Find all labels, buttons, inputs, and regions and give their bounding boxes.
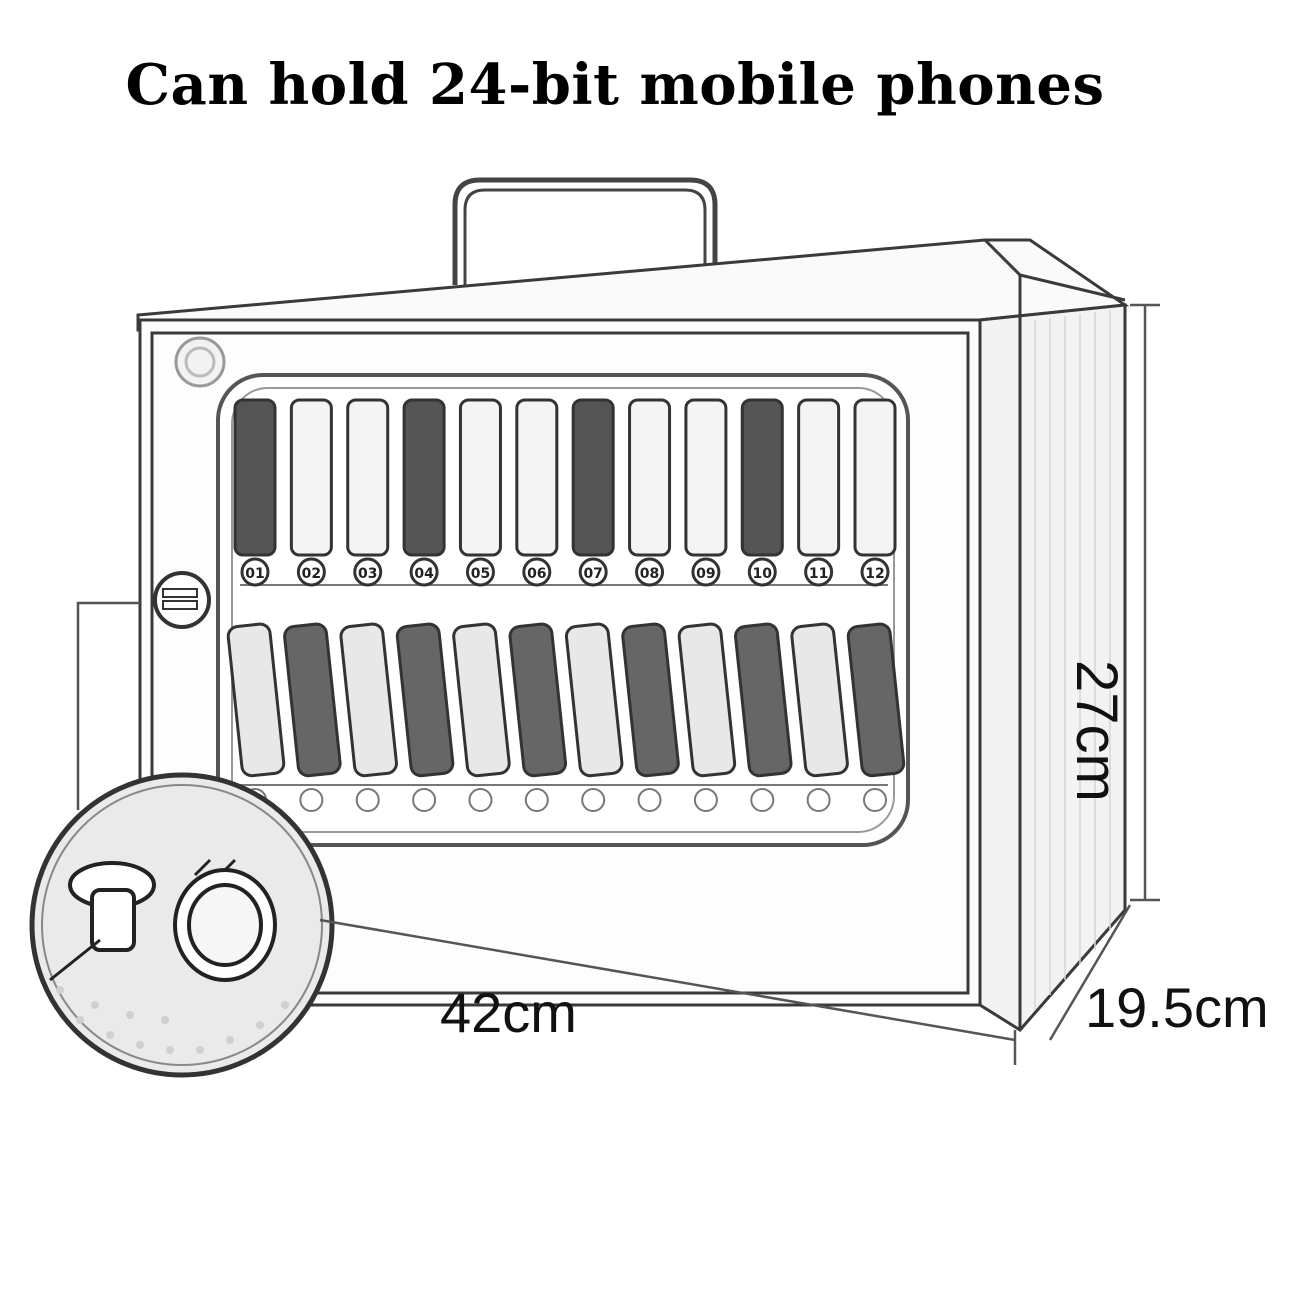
slot-number: 04 <box>414 566 434 582</box>
callout-bracket <box>76 601 140 810</box>
slot-badge <box>353 557 383 587</box>
slot-badge-bottom <box>299 788 324 812</box>
slot-badge <box>635 557 665 587</box>
slot-badge <box>860 557 890 587</box>
phone-slot-bottom <box>846 622 906 778</box>
phone-slot-bottom <box>339 622 398 778</box>
slot-number: 09 <box>696 566 715 582</box>
slot-badge <box>578 557 608 587</box>
phone-slot-bottom <box>452 622 511 778</box>
phone-slot-bottom <box>226 622 286 778</box>
slot-number: 07 <box>583 566 602 582</box>
phone-slot-top <box>797 398 841 557</box>
slot-badge <box>747 557 777 587</box>
phones-bottom-row <box>226 622 906 778</box>
phone-slot-bottom <box>564 622 624 778</box>
phone-slot-top <box>458 398 502 557</box>
brand-logo-icon <box>174 336 226 388</box>
phone-slot-bottom <box>508 622 568 778</box>
slot-badge-bottom <box>581 788 606 812</box>
phone-slot-top <box>233 398 277 557</box>
side-texture <box>1034 310 1111 1010</box>
depth-label: 19.5cm <box>1085 976 1269 1039</box>
width-label: 42cm <box>440 981 577 1044</box>
phone-slot-bottom <box>677 622 737 778</box>
slot-number: 11 <box>809 566 828 582</box>
phone-slot-bottom <box>395 622 455 778</box>
phone-slot-top <box>853 398 897 557</box>
slot-badge-bottom <box>524 788 549 812</box>
phone-slot-bottom <box>790 622 849 778</box>
phone-slot-top <box>515 398 559 557</box>
carry-handle <box>452 177 718 285</box>
slot-badge-bottom <box>806 788 831 812</box>
slot-number-badges: 01 02 03 04 05 06 07 08 09 10 11 12 <box>240 557 890 812</box>
slot-number: 12 <box>865 566 884 582</box>
phone-slot-top <box>571 398 615 557</box>
slot-badge <box>522 557 552 587</box>
height-label: 27cm <box>1064 660 1129 802</box>
slot-badge <box>804 557 834 587</box>
slot-number: 03 <box>358 566 377 582</box>
slot-badge <box>465 557 495 587</box>
slot-badge-bottom <box>750 788 775 812</box>
phone-slot-top <box>402 398 446 557</box>
slot-number: 01 <box>245 566 264 582</box>
phone-slot-top <box>740 398 784 557</box>
phone-slot-top <box>289 398 333 557</box>
slot-badge <box>296 557 326 587</box>
slot-badge <box>691 557 721 587</box>
slot-badge-bottom <box>468 788 493 812</box>
page-title: Can hold 24-bit mobile phones <box>125 52 1105 118</box>
phone-slot-top <box>684 398 728 557</box>
slot-badge-bottom <box>693 788 718 812</box>
slot-number: 08 <box>640 566 659 582</box>
phone-slot-bottom <box>734 622 793 778</box>
slot-number: 05 <box>471 566 490 582</box>
slot-badge-bottom <box>863 788 887 812</box>
slot-number: 02 <box>302 566 321 582</box>
slot-badge-bottom <box>637 788 662 812</box>
slot-number: 06 <box>527 566 546 582</box>
phone-slot-top <box>346 398 390 557</box>
lock-detail-circle <box>29 772 335 1078</box>
slot-badge-bottom <box>355 788 380 812</box>
phones-top-row <box>233 398 897 557</box>
slot-number: 10 <box>753 566 773 582</box>
phone-slot-top <box>628 398 672 557</box>
dimension-lines <box>319 303 1160 1065</box>
phone-slot-bottom <box>283 622 342 778</box>
slot-badge-bottom <box>412 788 437 812</box>
slot-badge <box>409 557 439 587</box>
phone-slot-bottom <box>621 622 680 778</box>
combination-lock-icon <box>153 571 211 629</box>
slot-badge <box>240 557 270 587</box>
